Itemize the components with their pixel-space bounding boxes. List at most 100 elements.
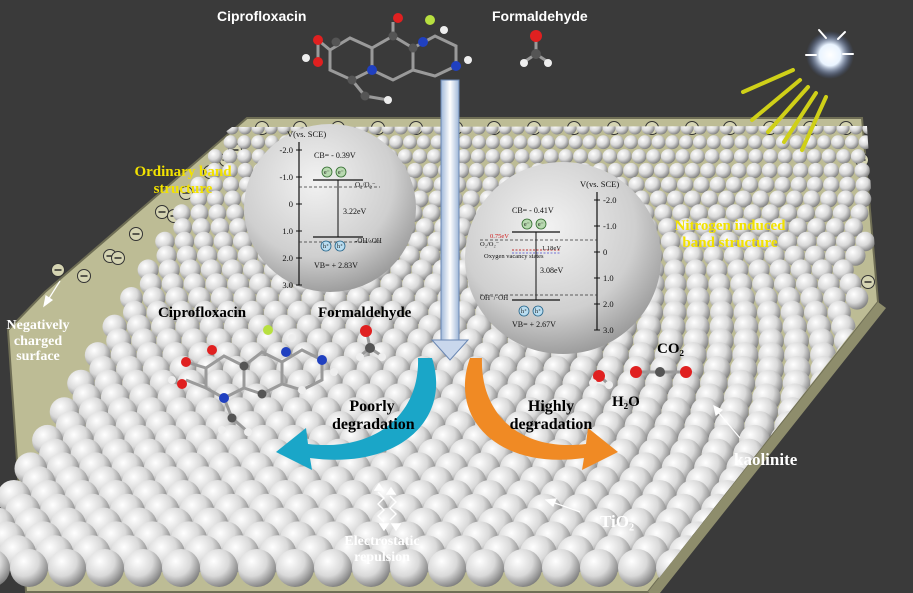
tio2-sphere	[485, 135, 500, 150]
tio2-sphere	[762, 135, 776, 150]
tio2-sphere	[704, 149, 720, 164]
tio2-sphere	[397, 149, 413, 164]
tio2-sphere	[797, 126, 811, 135]
tio2-sphere	[390, 549, 428, 587]
tio2-sphere	[719, 126, 733, 135]
tio2-sphere	[200, 549, 238, 587]
sun-icon	[806, 31, 854, 79]
tio2-sphere	[720, 135, 735, 150]
tio2-sphere	[389, 135, 404, 150]
tio2-sphere	[675, 149, 691, 164]
tio2-sphere	[573, 149, 588, 164]
tio2-sphere	[352, 549, 390, 587]
tio2-sphere	[690, 204, 708, 223]
tio2-sphere	[628, 176, 645, 193]
tio2-sphere	[725, 204, 744, 223]
tio2-sphere	[641, 126, 655, 135]
tio2-sphere	[715, 162, 732, 179]
axis-tick-label: 3.0	[282, 280, 293, 290]
high-degradation-label: Highly degradation	[509, 398, 593, 433]
tio2-sphere	[769, 190, 787, 208]
tio2-sphere	[222, 162, 238, 179]
tio2-sphere	[797, 507, 834, 544]
tio2-sphere	[850, 204, 869, 223]
tio2-sphere	[706, 126, 720, 135]
left-vb-label: VB= + 2.83V	[314, 261, 358, 270]
tio2-sphere	[190, 190, 208, 208]
tio2-sphere	[541, 135, 555, 150]
tio2-sphere	[837, 369, 866, 398]
tio2-sphere	[596, 135, 611, 150]
tio2-sphere	[752, 521, 790, 558]
tio2-sphere	[381, 126, 395, 135]
tio2-sphere	[789, 521, 826, 558]
tio2-sphere	[701, 190, 718, 208]
tio2-sphere	[707, 204, 726, 223]
tio2-sphere	[808, 162, 824, 179]
tio2-sphere	[779, 204, 798, 223]
tio2-sphere	[222, 176, 239, 193]
tio2-sphere	[761, 162, 778, 179]
right-electron-1: e⁻	[524, 222, 530, 228]
tio2-sphere	[638, 162, 654, 179]
tio2-sphere	[511, 126, 525, 135]
tio2-sphere	[86, 549, 124, 587]
tio2-sphere	[485, 126, 499, 135]
axis-tick-label: 2.0	[603, 299, 614, 309]
tio2-sphere	[513, 135, 528, 150]
tio2-sphere	[836, 149, 851, 164]
tio2-sphere	[821, 149, 837, 164]
surface-ciprofloxacin-label: Ciprofloxacin	[158, 305, 247, 321]
tio2-sphere	[124, 549, 162, 587]
tio2-sphere	[484, 162, 500, 179]
tio2-sphere	[700, 162, 716, 179]
tio2-sphere	[679, 135, 693, 150]
tio2-sphere	[854, 162, 870, 179]
tio2-sphere	[831, 424, 863, 456]
tio2-sphere	[237, 162, 254, 179]
tio2-sphere	[810, 126, 824, 135]
tio2-sphere	[222, 149, 238, 164]
tio2-sphere	[735, 190, 753, 208]
plate-edge	[648, 302, 886, 593]
tio2-sphere	[420, 126, 434, 135]
axis-tick-label: 3.0	[603, 325, 614, 335]
poor-degradation-label: Poorly degradation	[332, 398, 415, 433]
tio2-sphere	[226, 204, 245, 223]
tio2-sphere	[173, 218, 192, 237]
tio2-sphere	[537, 126, 551, 135]
tio2-sphere	[725, 176, 743, 193]
tio2-sphere	[10, 549, 48, 587]
tio2-sphere	[417, 176, 434, 193]
tio2-sphere	[825, 218, 845, 237]
tio2-sphere	[790, 176, 807, 193]
tio2-sphere	[854, 190, 872, 208]
tio2-sphere	[576, 126, 590, 135]
tio2-sphere	[415, 218, 435, 237]
tio2-sphere	[792, 162, 809, 179]
tio2-sphere	[751, 218, 770, 237]
surface-formaldehyde-molecule	[356, 325, 386, 361]
tio2-sphere	[845, 287, 869, 310]
right-vacancy-label: Oxygen vacancy states	[484, 253, 544, 260]
tio2-sphere	[742, 176, 759, 193]
sun-rays	[741, 29, 854, 152]
tio2-sphere	[314, 549, 352, 587]
tio2-sphere	[403, 135, 417, 150]
tio2-sphere	[816, 231, 836, 252]
tio2-sphere	[412, 149, 428, 164]
tio2-sphere	[587, 149, 603, 164]
tio2-sphere	[190, 204, 209, 223]
tio2-sphere	[223, 135, 238, 150]
tio2-sphere	[458, 204, 476, 223]
tio2-sphere	[825, 521, 863, 558]
tio2-sphere	[646, 149, 661, 164]
tio2-sphere	[667, 126, 681, 135]
tio2-sphere	[542, 549, 580, 587]
tio2-sphere	[744, 480, 779, 514]
tio2-sphere	[623, 162, 639, 179]
tio2-sphere	[839, 176, 856, 193]
tio2-sphere	[422, 204, 441, 223]
top-ciprofloxacin-atoms	[302, 13, 472, 104]
h2o-label: H₂O	[612, 394, 640, 410]
